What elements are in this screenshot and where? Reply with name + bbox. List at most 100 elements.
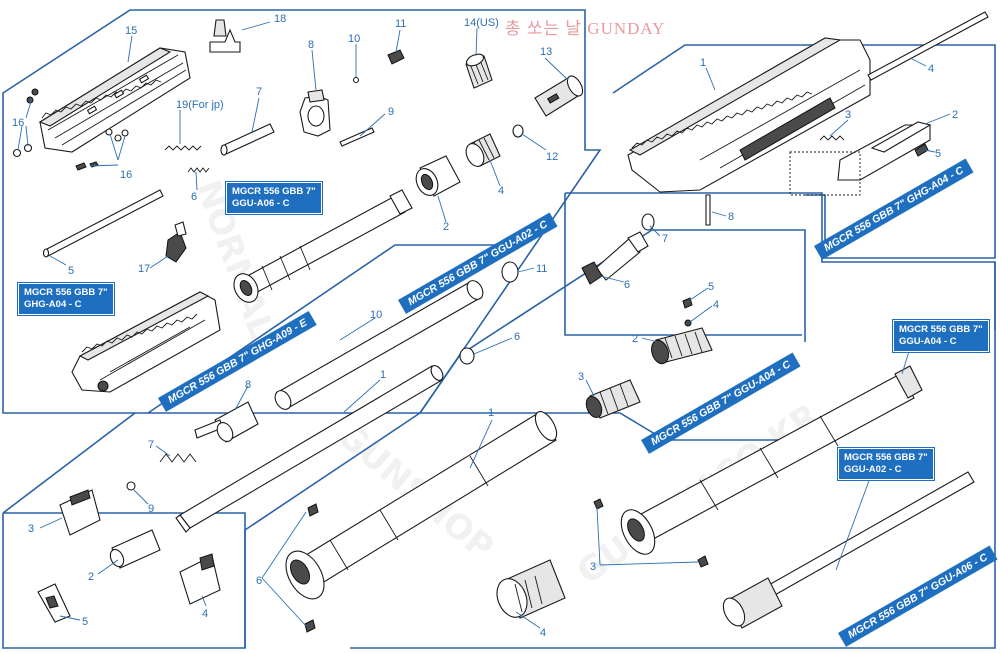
callout-8-right: 8 [728, 211, 734, 223]
border-top-left [2, 9, 602, 414]
ball-part-4-center [684, 319, 692, 327]
callout-3-center: 3 [578, 371, 584, 383]
callout-7-right: 7 [662, 233, 668, 245]
clip-part-5-lower [37, 583, 71, 623]
callout-8-lower: 8 [245, 379, 251, 391]
callout-3-right: 3 [845, 109, 851, 121]
label-box-ggu-a06-line1: MGCR 556 GBB 7" [232, 186, 316, 197]
callout-11: 11 [395, 18, 406, 30]
sight-part-18 [209, 19, 241, 53]
callout-6-right: 6 [624, 279, 630, 291]
border-bottom-right [350, 262, 996, 649]
dust-cover-part-2 [789, 121, 932, 196]
pin-part-7 [220, 123, 275, 156]
tube-part-10 [274, 280, 484, 410]
o-ring-part-12 [512, 124, 524, 138]
callout-8: 8 [308, 39, 314, 51]
callout-1-bottom: 1 [488, 407, 494, 419]
bucking-part-2-lower [109, 529, 161, 569]
callout-4-right: 4 [928, 63, 934, 75]
callout-13: 13 [540, 46, 552, 58]
label-box-ggu-a04-line1: MGCR 556 GBB 7" [899, 324, 983, 335]
forward-assist-part-6 [581, 231, 649, 285]
callout-numbers: 15 18 8 10 11 14(US) 13 16 16 19(For jp)… [12, 13, 958, 639]
callout-5: 5 [68, 265, 74, 277]
callout-2-right: 2 [952, 109, 958, 121]
callout-10: 10 [348, 33, 360, 45]
barrel-nut-part-2-center [651, 327, 713, 365]
callout-11-mid: 11 [536, 263, 547, 275]
outer-barrel-top-left [233, 189, 413, 303]
gunday-logo: 총 쏘는 날 GUNDAY [505, 19, 666, 38]
callout-4-lower: 4 [202, 608, 208, 620]
callout-5-center: 5 [708, 281, 714, 293]
label-box-ggu-a06-line2: GGU-A06 - C [232, 198, 290, 209]
border-right-mid [565, 192, 996, 330]
callout-6-bottom: 6 [256, 575, 262, 587]
label-box-ggu-a04: MGCR 556 GBB 7" GGU-A04 - C [893, 320, 989, 352]
callout-3-lower: 3 [28, 523, 34, 535]
spring-part-19 [164, 145, 202, 151]
callout-4-center: 4 [713, 299, 719, 311]
callout-18: 18 [274, 13, 286, 25]
callout-4: 4 [498, 185, 504, 197]
border-center [419, 229, 806, 414]
callout-7: 7 [256, 86, 262, 98]
inner-barrel-part-1-mid [175, 365, 444, 533]
handguard-part-15 [38, 47, 191, 153]
o-ring-part-6-mid [459, 347, 475, 365]
callout-9-lower: 9 [148, 503, 154, 515]
callout-2-lower: 2 [88, 571, 94, 583]
screw-part-3-bottom-a [593, 498, 604, 510]
o-ring-part-7-right [641, 213, 655, 231]
callout-14-us: 14(US) [464, 17, 499, 29]
border-bottom-mid [244, 412, 805, 648]
chamber-part-4-bottom [496, 559, 566, 619]
callout-9: 9 [388, 106, 394, 118]
flash-hider-part-13 [534, 75, 584, 117]
screw-part-3-bottom-b [697, 555, 709, 568]
screw-part-6-bottom-b [304, 619, 316, 633]
ball-part-9-lower [126, 481, 136, 491]
callout-19-for-jp: 19(For jp) [176, 99, 224, 111]
callout-1-mid: 1 [380, 369, 386, 381]
barrel-nut-part-3-center [585, 379, 641, 419]
pin-part-10 [352, 76, 360, 84]
barrel-nut-part-2 [415, 155, 461, 197]
screw-part-6-bottom-a [307, 503, 319, 517]
rod-part-4-right [867, 11, 989, 81]
screw-part-5-center [682, 297, 693, 309]
o-ring-part-11-mid [501, 261, 519, 283]
flash-hider-part-14 [465, 53, 493, 89]
callout-7-lower: 7 [148, 439, 154, 451]
callout-6-mid: 6 [514, 331, 520, 343]
label-box-ghg-a04-line2: GHG-A04 - C [24, 299, 82, 310]
callout-1-right: 1 [700, 57, 706, 69]
upper-receiver-top-left [71, 291, 221, 393]
callout-6: 6 [191, 191, 197, 203]
pin-part-5-right [914, 143, 929, 157]
label-box-ggu-a02-line1: MGCR 556 GBB 7" [844, 452, 928, 463]
callout-16-b: 16 [120, 169, 132, 181]
panel-borders [2, 9, 996, 649]
callout-4-bottom: 4 [540, 627, 546, 639]
callout-17: 17 [138, 263, 150, 275]
label-box-ggu-a02-line2: GGU-A02 - C [844, 464, 902, 475]
upper-receiver-part-1 [627, 37, 871, 193]
callout-5-lower: 5 [82, 616, 88, 628]
rod-part-5 [42, 189, 164, 258]
gas-block-part-8 [299, 89, 331, 137]
outer-barrel-part-1-bottom [285, 411, 558, 600]
hop-up-part-8 [194, 401, 259, 443]
inner-barrel-part-bottom-right [722, 471, 975, 629]
callout-12: 12 [546, 151, 558, 163]
callout-2: 2 [443, 221, 449, 233]
label-box-ggu-a02: MGCR 556 GBB 7" GGU-A02 - C [838, 448, 934, 480]
border-mid-a02 [564, 193, 802, 336]
label-box-ghg-a04: MGCR 556 GBB 7" GHG-A04 - C [18, 283, 114, 315]
spring-part-7-lower [159, 453, 197, 463]
label-box-ggu-a04-line2: GGU-A04 - C [899, 336, 957, 347]
border-lower-left [2, 412, 136, 514]
outer-barrel-part-1-right [620, 365, 923, 555]
